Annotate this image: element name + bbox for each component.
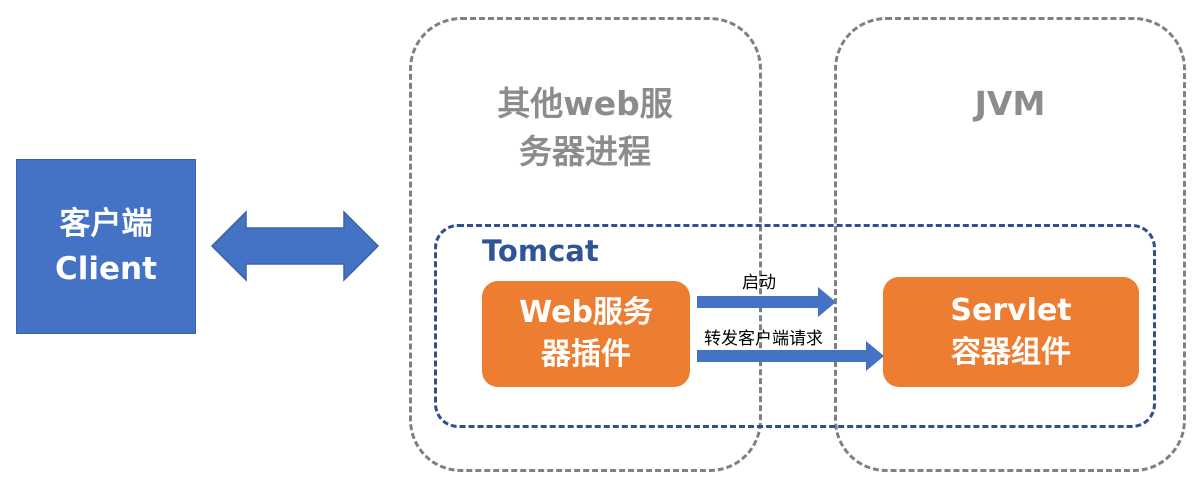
servlet-container-label-line1: Servlet xyxy=(950,293,1072,328)
servlet-container-node: Servlet 容器组件 xyxy=(883,277,1139,387)
bidirectional-arrow xyxy=(210,210,380,282)
tomcat-container xyxy=(434,224,1156,428)
web-server-plugin-label-line2: 器插件 xyxy=(541,337,631,372)
jvm-title: JVM xyxy=(974,84,1046,123)
client-node: 客户端 Client xyxy=(16,159,196,334)
web-server-process-title-line1: 其他web服 xyxy=(497,84,673,123)
start-arrow-label: 启动 xyxy=(742,273,776,293)
web-server-process-container xyxy=(409,17,762,472)
web-server-process-title-line2: 务器进程 xyxy=(519,131,651,171)
start-arrow xyxy=(697,287,836,317)
jvm-container xyxy=(834,17,1186,472)
web-server-plugin-label-line1: Web服务 xyxy=(519,295,653,330)
client-label-en: Client xyxy=(55,250,157,287)
web-server-plugin-node: Web服务 器插件 xyxy=(482,281,690,387)
web-server-process-title: 其他web服 务器进程 xyxy=(420,80,750,176)
tomcat-label: Tomcat xyxy=(482,234,599,268)
servlet-container-label-line2: 容器组件 xyxy=(951,335,1071,370)
forward-request-arrow xyxy=(697,341,884,371)
client-label-cn: 客户端 xyxy=(59,205,153,242)
forward-request-arrow-label: 转发客户端请求 xyxy=(704,329,823,349)
